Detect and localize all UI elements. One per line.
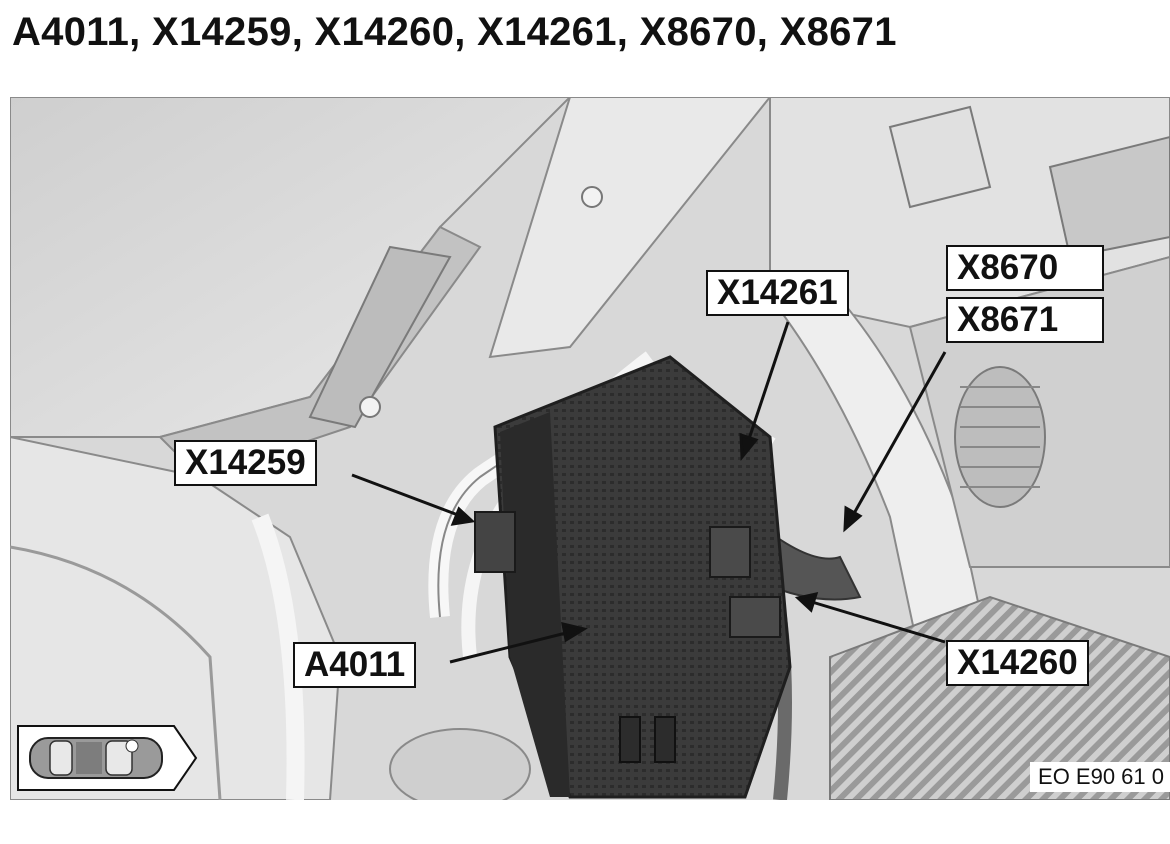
callout-x14259: X14259 bbox=[174, 440, 317, 486]
arrowhead-x14260 bbox=[794, 591, 819, 613]
connector-x14261 bbox=[709, 526, 751, 578]
bolt bbox=[581, 186, 603, 208]
callout-x8670: X8670 bbox=[946, 245, 1104, 291]
leader-x14261 bbox=[746, 321, 790, 443]
upper-beam bbox=[488, 97, 772, 359]
bellows bbox=[954, 366, 1046, 508]
connector-housing bbox=[1048, 135, 1170, 259]
car-top-view-icon bbox=[17, 725, 198, 791]
bolt bbox=[359, 396, 381, 418]
connector-x14259 bbox=[474, 511, 516, 573]
component-location-figure: X14261 X8670 X8671 X14259 A4011 X14260 E… bbox=[10, 97, 1170, 800]
bracket bbox=[308, 245, 452, 429]
illustration-reference-code: EO E90 61 0 bbox=[1030, 762, 1170, 792]
callout-x14260: X14260 bbox=[946, 640, 1089, 686]
leader-x8670 bbox=[850, 351, 947, 518]
leader-a4011 bbox=[449, 630, 571, 664]
arrowhead-a4011 bbox=[561, 622, 588, 643]
leader-x14259 bbox=[351, 473, 459, 517]
page-title: A4011, X14259, X14260, X14261, X8670, X8… bbox=[12, 10, 897, 54]
leader-x14260 bbox=[811, 600, 946, 644]
arrowhead-x8670 bbox=[843, 505, 863, 533]
leader-lines bbox=[351, 321, 947, 664]
callout-x14261: X14261 bbox=[706, 270, 849, 316]
arrowhead-x14259 bbox=[450, 506, 476, 526]
bellows-ridges bbox=[960, 386, 1040, 488]
connector-x14260 bbox=[729, 596, 781, 638]
pillar bbox=[251, 513, 305, 800]
module-bracket bbox=[619, 716, 641, 763]
callout-a4011: A4011 bbox=[293, 642, 417, 688]
body-contour bbox=[10, 545, 222, 800]
floor-boss bbox=[389, 728, 531, 800]
module-bracket bbox=[654, 716, 676, 763]
arrowhead-x14261 bbox=[739, 432, 759, 461]
clip bbox=[888, 105, 992, 209]
car-locator-icon bbox=[16, 724, 198, 792]
callout-x8671: X8671 bbox=[946, 297, 1104, 343]
module-side-face bbox=[500, 412, 570, 797]
